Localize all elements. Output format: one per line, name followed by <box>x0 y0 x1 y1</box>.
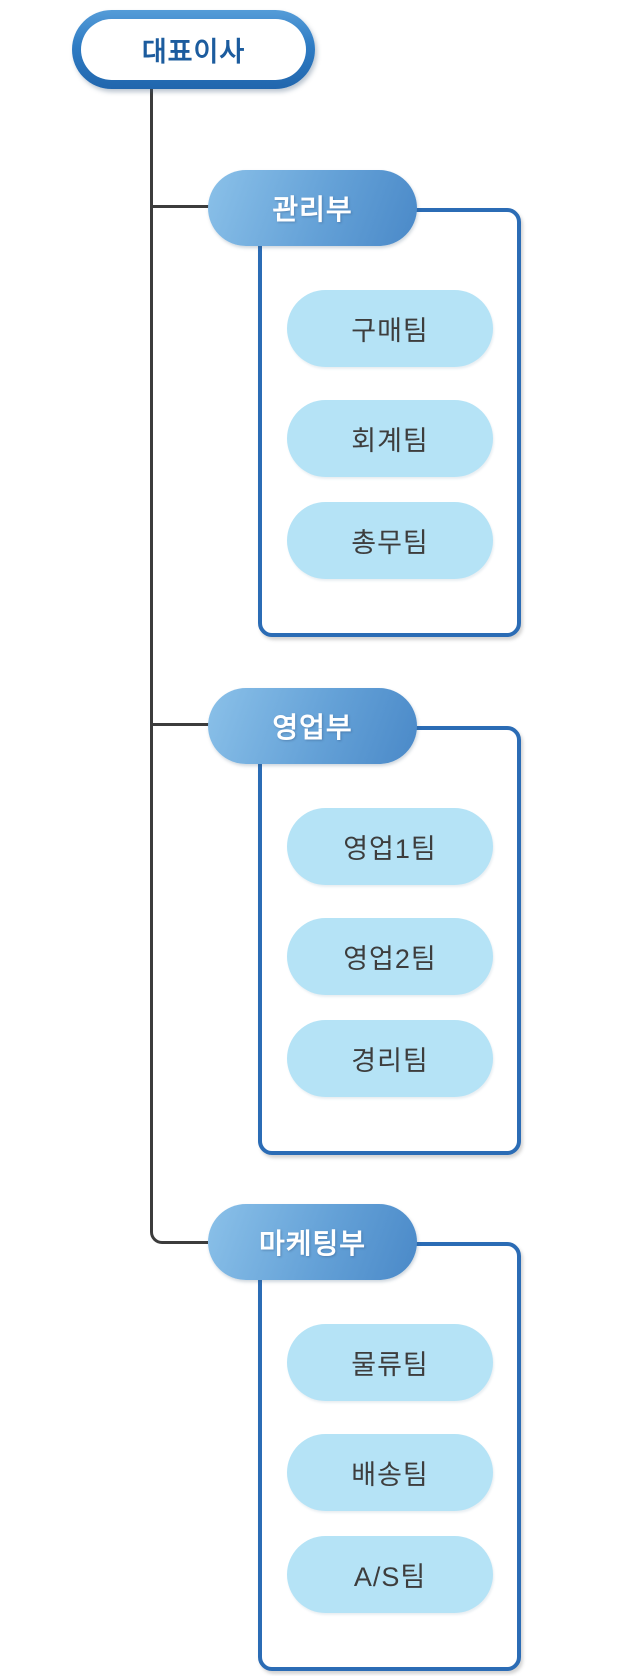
node-ceo: 대표이사 <box>72 10 315 89</box>
team-node: 배송팀 <box>287 1434 493 1511</box>
department-node-1: 관리부 <box>208 170 417 246</box>
department-group-2: 영업부 영업1팀 영업2팀 경리팀 <box>0 688 632 1155</box>
team-label: 구매팀 <box>351 316 429 346</box>
department-node-3: 마케팅부 <box>208 1204 417 1280</box>
department-group-1: 관리부 구매팀 회계팀 총무팀 <box>0 170 632 637</box>
team-label: 영업2팀 <box>343 944 437 974</box>
team-node: 물류팀 <box>287 1324 493 1401</box>
connector-branch-2 <box>151 723 210 726</box>
team-node: A/S팀 <box>287 1536 493 1613</box>
connector-trunk <box>150 89 208 1244</box>
team-node: 영업1팀 <box>287 808 493 885</box>
team-node: 영업2팀 <box>287 918 493 995</box>
connector-branch-1 <box>151 205 210 208</box>
team-node: 총무팀 <box>287 502 493 579</box>
team-node: 경리팀 <box>287 1020 493 1097</box>
team-label: 배송팀 <box>351 1460 429 1490</box>
team-node: 회계팀 <box>287 400 493 477</box>
team-node: 구매팀 <box>287 290 493 367</box>
department-label-2: 영업부 <box>272 712 353 743</box>
team-label: A/S팀 <box>353 1562 427 1592</box>
node-ceo-label: 대표이사 <box>141 37 246 67</box>
node-ceo-inner: 대표이사 <box>81 19 306 80</box>
team-label: 영업1팀 <box>343 834 437 864</box>
department-label-1: 관리부 <box>272 194 353 225</box>
team-label: 물류팀 <box>351 1350 429 1380</box>
team-label: 총무팀 <box>351 528 429 558</box>
team-label: 경리팀 <box>351 1046 429 1076</box>
department-label-3: 마케팅부 <box>258 1228 367 1259</box>
department-group-3: 마케팅부 물류팀 배송팀 A/S팀 <box>0 1204 632 1671</box>
team-label: 회계팀 <box>351 426 429 456</box>
department-node-2: 영업부 <box>208 688 417 764</box>
